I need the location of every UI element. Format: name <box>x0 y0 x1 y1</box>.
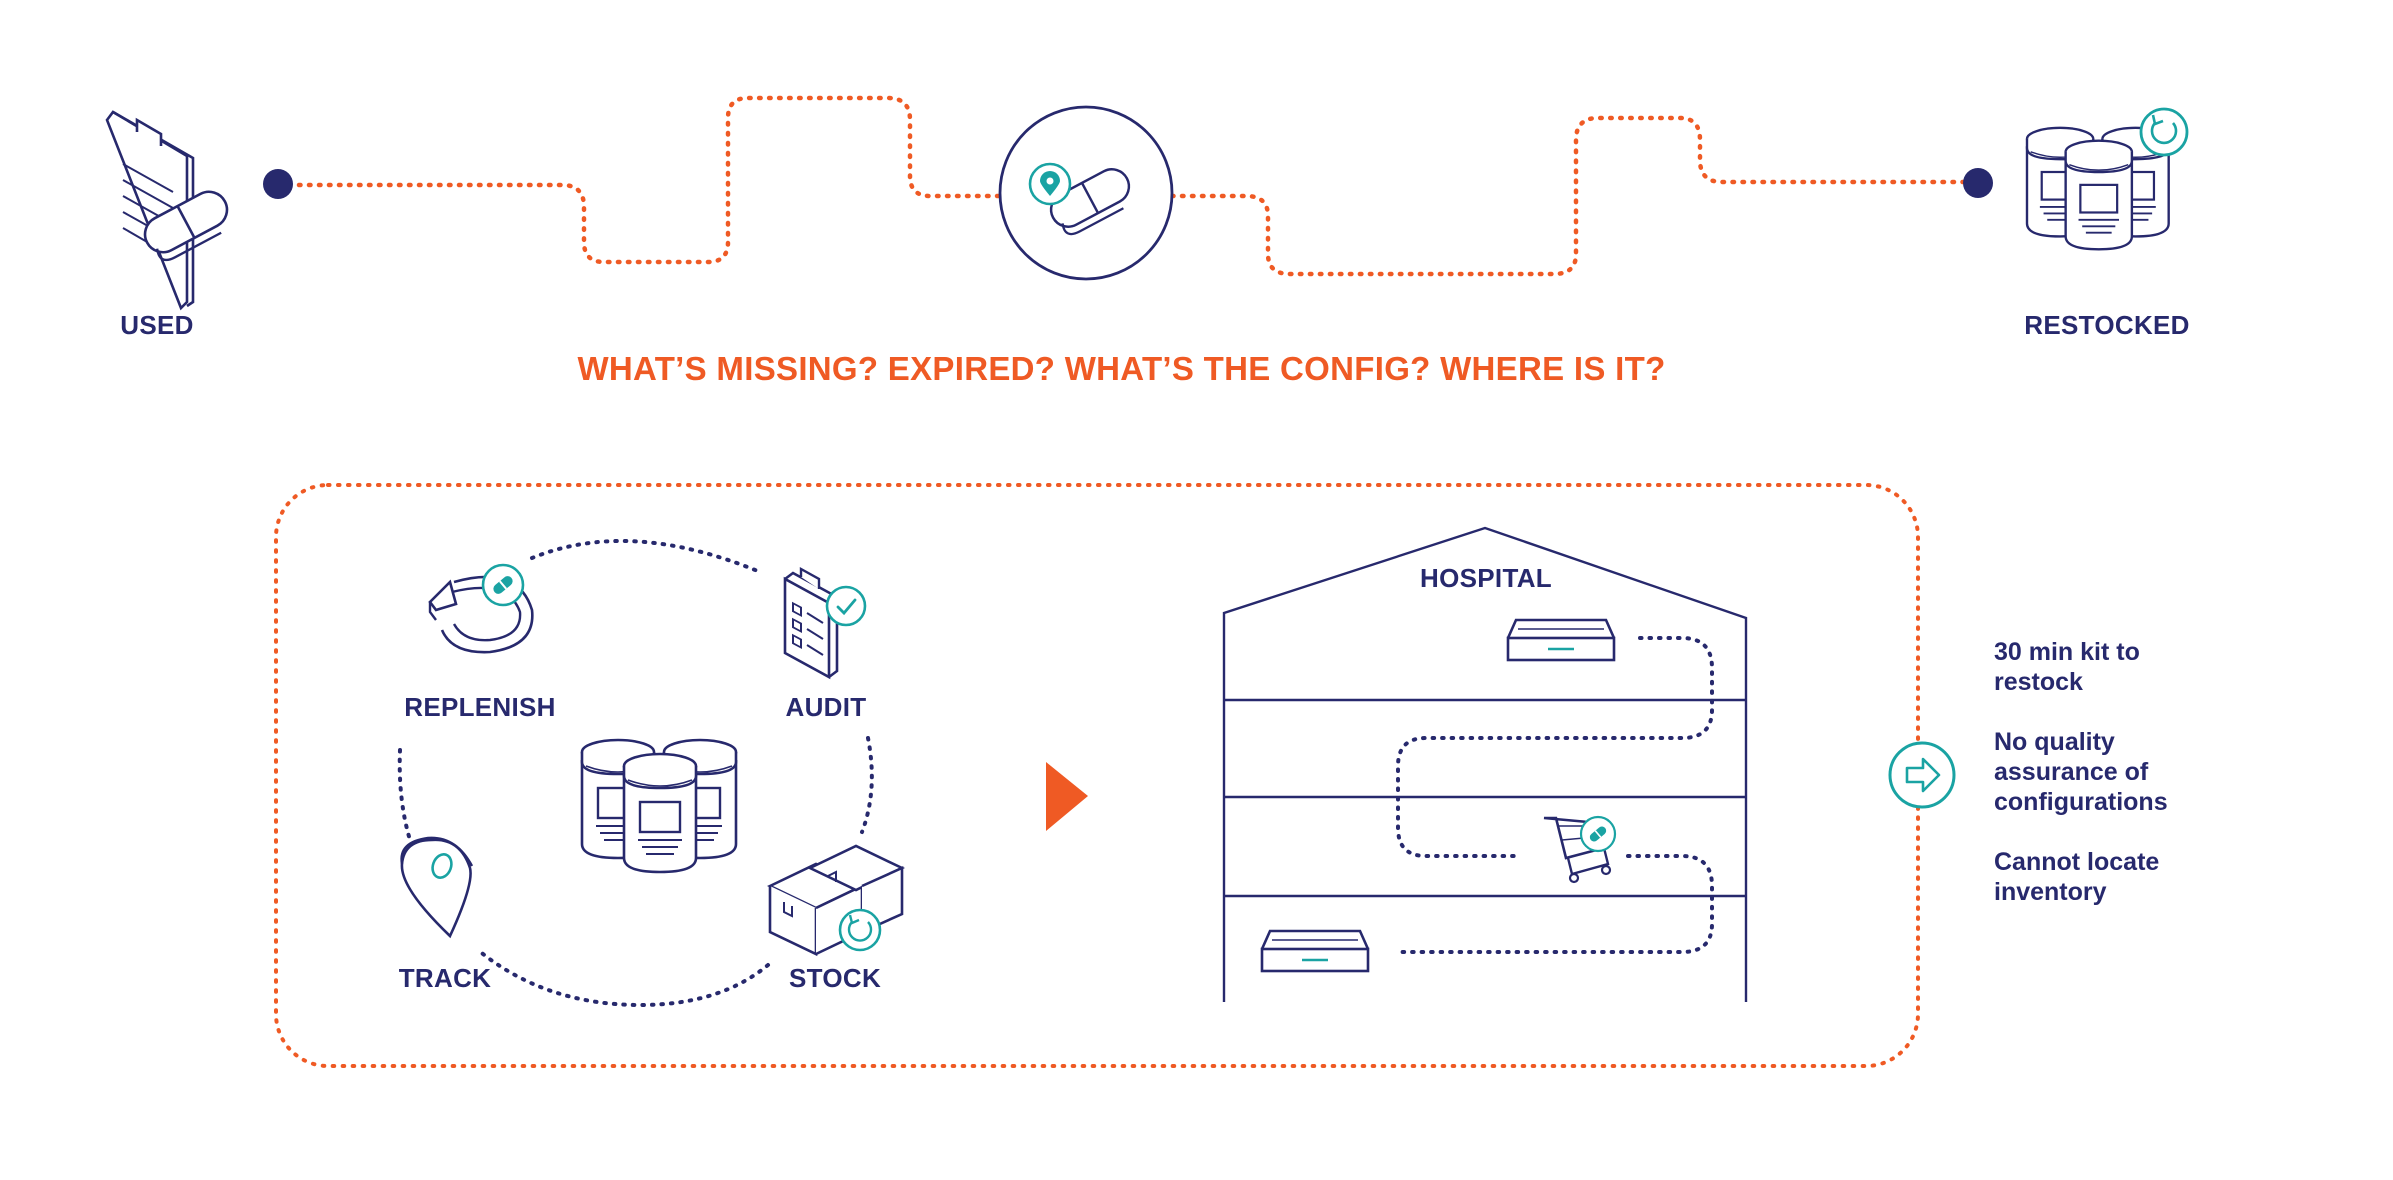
play-arrow-icon <box>1046 762 1088 831</box>
boxes-icon <box>766 844 906 957</box>
issue-item: No quality assurance of configurations <box>1994 728 2168 816</box>
journey-path <box>276 95 1979 277</box>
restocked-label: RESTOCKED <box>2024 310 2190 340</box>
tray-icon <box>1506 618 1616 662</box>
checkmark-icon <box>825 585 867 627</box>
map-pin-icon <box>400 836 474 939</box>
used-label: USED <box>120 310 194 340</box>
hospital-building <box>1222 526 1748 1002</box>
hospital-label: HOSPITAL <box>1420 563 1552 593</box>
step-stock-label: STOCK <box>788 963 882 993</box>
tray-icon <box>1260 929 1370 973</box>
issue-item: Cannot locate inventory <box>1994 848 2160 906</box>
step-replenish-label: REPLENISH <box>404 692 556 722</box>
bottles-icon <box>582 740 736 872</box>
step-track-label: TRACK <box>398 963 492 993</box>
cycle-ring <box>397 538 874 1008</box>
checklist-icon <box>783 566 839 680</box>
issue-item: 30 min kit to restock <box>1994 638 2140 696</box>
end-dot <box>1963 168 1993 198</box>
issues-list: 30 min kit to restock No quality assuran… <box>1994 637 2234 937</box>
hospital-route <box>1396 636 1714 954</box>
step-audit-label: AUDIT <box>785 692 867 722</box>
refresh-icon <box>838 908 882 952</box>
refresh-icon <box>2139 107 2189 157</box>
question-headline: WHAT’S MISSING? EXPIRED? WHAT’S THE CONF… <box>577 350 1666 387</box>
location-pin-icon <box>1028 162 1072 206</box>
arrow-right-icon <box>1888 741 1956 809</box>
pill-icon <box>1579 815 1617 853</box>
pill-icon <box>481 563 525 607</box>
start-dot <box>263 169 293 199</box>
